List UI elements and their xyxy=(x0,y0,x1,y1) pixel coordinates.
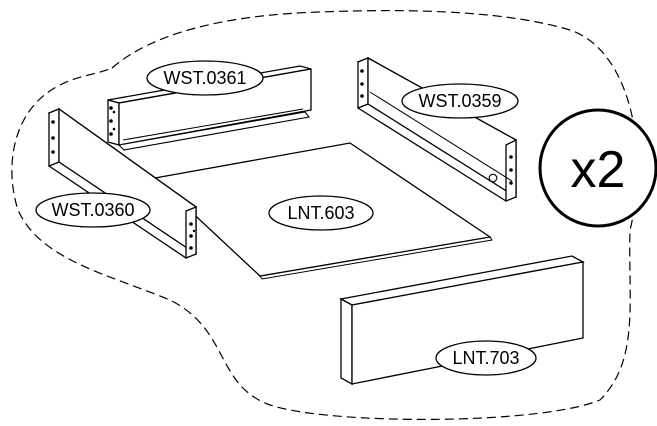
panel-lnt703 xyxy=(339,255,585,386)
svg-text:WST.0360: WST.0360 xyxy=(51,200,134,220)
label-wst0361: WST.0361 xyxy=(146,60,264,96)
svg-text:LNT.603: LNT.603 xyxy=(287,203,354,223)
quantity-text: x2 xyxy=(571,141,626,199)
label-lnt603: LNT.603 xyxy=(268,195,374,231)
panel-wst0360 xyxy=(47,107,198,259)
svg-text:LNT.703: LNT.703 xyxy=(452,348,519,368)
label-wst0360: WST.0360 xyxy=(35,192,151,228)
svg-text:WST.0359: WST.0359 xyxy=(418,91,501,111)
label-lnt703: LNT.703 xyxy=(435,340,537,376)
quantity-badge: x2 xyxy=(538,108,657,228)
svg-text:WST.0361: WST.0361 xyxy=(163,68,246,88)
label-wst0359: WST.0359 xyxy=(401,83,519,119)
